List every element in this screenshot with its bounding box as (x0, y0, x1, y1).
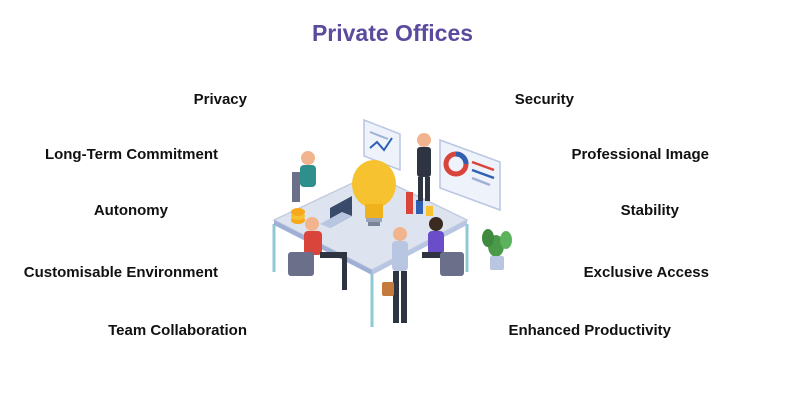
page-title: Private Offices (311, 20, 474, 46)
benefit-team-collaboration: Team Collaboration (108, 322, 247, 339)
benefit-enhanced-productivity: Enhanced Productivity (508, 322, 671, 339)
floating-line-chart-screen (363, 118, 401, 172)
benefit-customisable-environment: Customisable Environment (23, 264, 218, 281)
benefit-privacy: Privacy (193, 91, 247, 108)
potted-plant-icon (482, 229, 512, 270)
seated-person-red (288, 217, 347, 290)
seated-person-teal (292, 151, 316, 202)
benefit-security: Security (514, 91, 574, 108)
benefit-long-term-commitment: Long-Term Commitment (44, 146, 218, 163)
laptop-icon (320, 196, 352, 228)
seated-person-purple (422, 217, 464, 276)
benefit-autonomy: Autonomy (93, 202, 168, 219)
office-team-illustration (272, 118, 512, 327)
benefit-professional-image: Professional Image (571, 146, 709, 163)
presenter-person (417, 133, 431, 201)
lightbulb-icon (352, 160, 396, 226)
floating-dashboard-screen (439, 138, 501, 212)
standing-person-front (382, 227, 408, 323)
table-bar-chart (406, 192, 433, 216)
benefit-exclusive-access: Exclusive Access (583, 264, 709, 281)
coins-icon (291, 208, 305, 224)
benefit-stability: Stability (620, 202, 679, 219)
table-legs (272, 224, 469, 327)
